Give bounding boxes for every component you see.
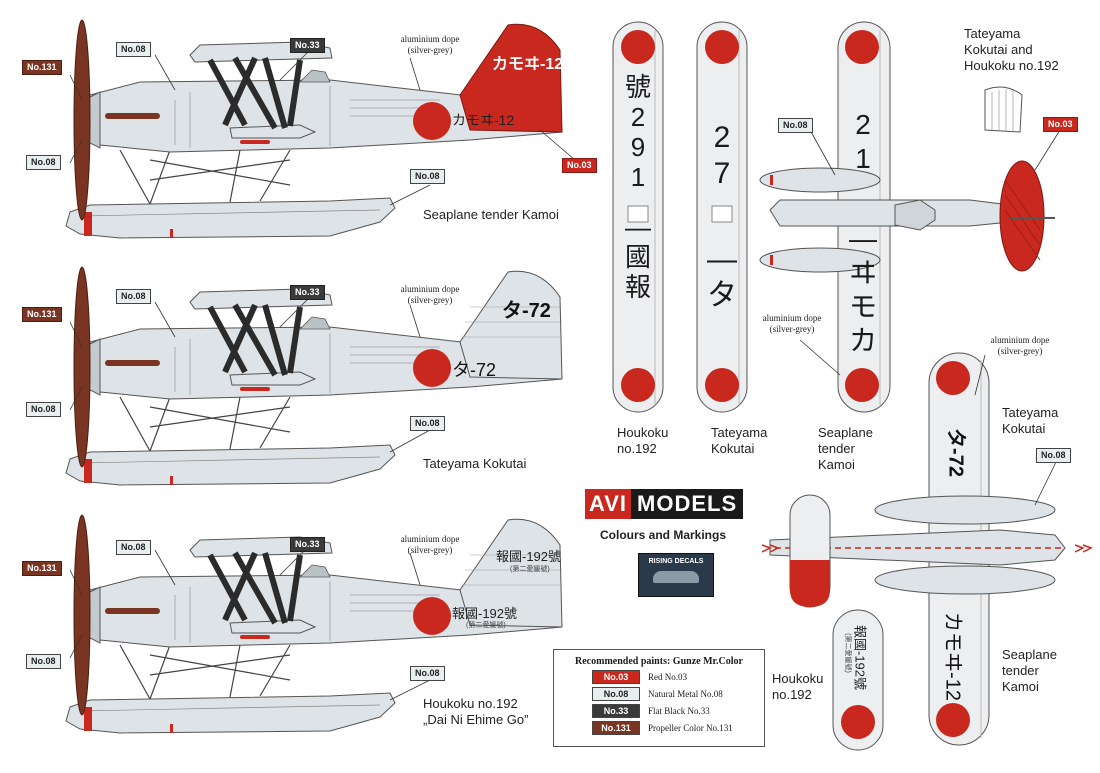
tail-sub-houkoku: (第二愛媛號): [510, 566, 550, 573]
wing-houkoku: [612, 21, 664, 413]
logo-avi: AVI: [585, 489, 632, 519]
propeller-3: [73, 514, 91, 716]
bottom-code-houkoku: 報國-192號: [852, 624, 868, 691]
caption-bottom-tateyama: Tateyama Kokutai: [1002, 405, 1059, 436]
legend-row: No.03 Red No.03: [592, 670, 764, 684]
tag-08-top: No.08: [778, 118, 813, 133]
tag-08-c2: No.08: [26, 654, 61, 669]
tag-08-a1: No.08: [116, 42, 151, 57]
wing-houkoku-chars: 號 2 9 1 — 國 報: [624, 72, 651, 302]
houkoku-tail: [459, 518, 563, 628]
tail-code-kamoi: カモヰ-12: [492, 56, 564, 73]
tag-08-c1: No.08: [116, 540, 151, 555]
tag-08-b1: No.08: [116, 289, 151, 304]
leader-lines: [69, 49, 576, 701]
caption-bottom-houkoku: Houkoku no.192: [772, 671, 824, 702]
legend-label: Propeller Color No.131: [648, 723, 733, 733]
tateyama-tail: [459, 270, 563, 380]
tag-08-b3: No.08: [410, 416, 445, 431]
fuselage-code-kamoi: カモヰ-12: [452, 112, 515, 128]
top-view-kamoi: [759, 21, 1055, 413]
tag-33-a: No.33: [290, 38, 325, 53]
caption-wing-houkoku: Houkoku no.192: [617, 425, 669, 456]
caption-tail-top: Tateyama Kokutai and Houkoku no.192: [964, 26, 1059, 73]
legend-label: Flat Black No.33: [648, 706, 710, 716]
legend-title: Recommended paints: Gunze Mr.Color: [575, 656, 743, 667]
tag-03-a: No.03: [562, 158, 597, 173]
legend-swatch: No.131: [592, 721, 640, 735]
kamoi-red-tail: [459, 23, 563, 133]
fuselage-roundel-1: [413, 102, 451, 140]
bottom-sub-houkoku: (第二愛媛號): [844, 633, 851, 673]
small-tail-outline: [984, 86, 1023, 133]
bottom-code-tateyama: タ-72: [944, 428, 967, 477]
bottom-wing-red-tip: [789, 494, 831, 608]
tag-08-a3: No.08: [410, 169, 445, 184]
logo-models: MODELS: [631, 489, 744, 519]
leader-lines-right: [799, 129, 1061, 506]
caption-houkoku-name: „Dai Ni Ehime Go”: [423, 712, 529, 727]
note-dope-5: aluminium dope (silver-grey): [990, 335, 1050, 356]
legend-swatch: No.08: [592, 687, 640, 701]
note-dope-1: aluminium dope (silver-grey): [400, 34, 460, 55]
tag-131-c: No.131: [22, 561, 62, 576]
wing-tateyama: [696, 21, 748, 413]
propeller-2: [73, 266, 91, 468]
caption-bottom-kamoi: Seaplane tender Kamoi: [1002, 647, 1057, 694]
paint-legend: Recommended paints: Gunze Mr.Color No.03…: [553, 649, 765, 747]
fuselage-sub-houkoku: (第二愛媛號): [466, 622, 506, 629]
caption-wing-kamoi: Seaplane tender Kamoi: [818, 425, 873, 472]
tail-code-houkoku: 報國-192號: [496, 549, 562, 564]
tag-08-b2: No.08: [26, 402, 61, 417]
brand-subtitle: Colours and Markings: [600, 528, 727, 542]
bottom-view-main: [761, 352, 1093, 746]
fuselage-roundel-3: [413, 597, 451, 635]
legend-swatch: No.33: [592, 704, 640, 718]
legend-swatch: No.03: [592, 670, 640, 684]
caption-wing-tateyama: Tateyama Kokutai: [711, 425, 768, 456]
bottom-code-kamoi: カモヰ-12: [941, 612, 964, 701]
tag-08-c3: No.08: [410, 666, 445, 681]
wing-tateyama-chars: 2 7 — タ: [707, 121, 737, 312]
note-dope-3: aluminium dope (silver-grey): [400, 534, 460, 555]
caption-kamoi: Seaplane tender Kamoi: [423, 207, 559, 222]
legend-row: No.08 Natural Metal No.08: [592, 687, 764, 701]
tag-08-a2: No.08: [26, 155, 61, 170]
propeller-1: [73, 19, 91, 221]
tag-03-top: No.03: [1043, 117, 1078, 132]
tail-code-tateyama: タ-72: [502, 300, 551, 322]
tag-08-bottom: No.08: [1036, 448, 1071, 463]
fuselage-code-houkoku: 報國-192號: [452, 606, 518, 621]
legend-label: Red No.03: [648, 672, 687, 682]
bottom-wing-houkoku: [832, 609, 884, 751]
caption-tateyama: Tateyama Kokutai: [423, 456, 527, 471]
note-dope-4: aluminium dope (silver-grey): [762, 313, 822, 334]
fuselage-roundel-2: [413, 349, 451, 387]
legend-row: No.33 Flat Black No.33: [592, 704, 764, 718]
rising-decals-logo: RISING DECALS: [638, 553, 714, 597]
caption-houkoku: Houkoku no.192: [423, 696, 518, 711]
wing-kamoi-chars: 2 1 — ヰ モ カ: [848, 109, 877, 356]
tag-131-b: No.131: [22, 307, 62, 322]
fuselage-code-tateyama: タ-72: [452, 360, 497, 380]
tag-33-c: No.33: [290, 537, 325, 552]
tag-33-b: No.33: [290, 285, 325, 300]
tag-131-a: No.131: [22, 60, 62, 75]
legend-label: Natural Metal No.08: [648, 689, 723, 699]
note-dope-2: aluminium dope (silver-grey): [400, 284, 460, 305]
legend-row: No.131 Propeller Color No.131: [592, 721, 764, 735]
